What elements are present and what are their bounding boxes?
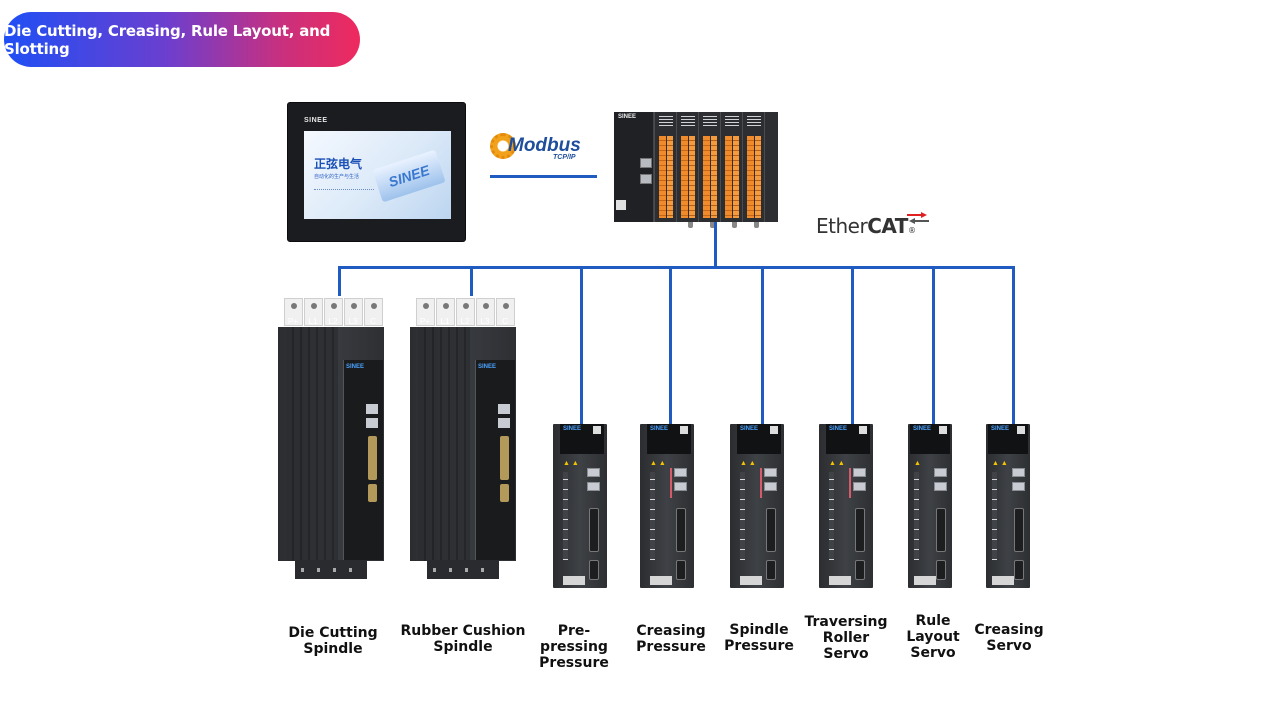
- ethernet-port-icon: [640, 158, 652, 168]
- hmi-screen-logo: SINEE: [372, 149, 446, 203]
- bus-drop-line: [580, 266, 583, 424]
- bus-drop-line: [470, 266, 473, 296]
- bus-drop-line: [338, 266, 341, 296]
- hmi-brand: SINEE: [304, 117, 328, 124]
- page-title: Die Cutting, Creasing, Rule Layout, and …: [4, 12, 360, 67]
- servo-drive-icon: SINEE ▲ ▲: [730, 424, 784, 588]
- modbus-gear-icon: [490, 133, 516, 159]
- io-module: [698, 112, 720, 222]
- ethernet-port-icon: [640, 174, 652, 184]
- servo-drive-icon: SINEE ▲ ▲: [553, 424, 607, 588]
- modbus-sub: TCP/IP: [553, 154, 576, 161]
- bus-drop-line: [669, 266, 672, 424]
- modbus-connection-line: [490, 175, 597, 178]
- drive-label: Traversing Roller Servo: [804, 614, 888, 662]
- power-terminal-icon: [616, 200, 626, 210]
- drive-label: Pre- pressing Pressure: [539, 623, 609, 671]
- plc-brand: SINEE: [618, 114, 637, 120]
- drive-label: Spindle Pressure: [724, 622, 794, 654]
- drive-label: Die Cutting Spindle: [288, 625, 378, 657]
- bus-drop-line: [761, 266, 764, 424]
- drive-label: Creasing Servo: [974, 622, 1044, 654]
- servo-drive-icon: SINEE ▲ ▲: [819, 424, 873, 588]
- power-terminals: [416, 298, 516, 326]
- io-module: [676, 112, 698, 222]
- hmi-touchscreen-icon: SINEE 正弦电气 自动化的生产与生活 SINEE: [287, 102, 466, 242]
- ethercat-logo: EtherCAT®: [816, 212, 929, 238]
- drive-control-panel: SINEE: [343, 360, 383, 560]
- hmi-screen-heading: 正弦电气: [314, 157, 363, 171]
- io-module-end-cap: [764, 112, 778, 222]
- ethercat-arrows-icon: [907, 212, 929, 224]
- io-module: [654, 112, 676, 222]
- hmi-screen-subtext: 自动化的生产与生活: [314, 174, 360, 180]
- plc-controller-icon: SINEE: [614, 112, 778, 228]
- ethercat-trunk-line: [714, 222, 717, 267]
- servo-drive-icon: SINEE ▲ ▲: [986, 424, 1030, 588]
- hmi-screen: 正弦电气 自动化的生产与生活 SINEE: [304, 131, 451, 219]
- ethercat-light-text: Ether: [816, 214, 868, 238]
- servo-drive-icon: SINEE ▲: [908, 424, 952, 588]
- drive-control-panel: SINEE: [475, 360, 515, 560]
- modbus-logo: Modbus TCP/IP: [490, 131, 600, 165]
- ethercat-bold-text: CAT: [867, 214, 908, 238]
- plc-cpu-module: SINEE: [614, 112, 654, 222]
- modbus-word: Modbus: [508, 135, 581, 156]
- bus-drop-line: [932, 266, 935, 424]
- ethercat-registered-mark: ®: [907, 226, 916, 235]
- drive-label: Creasing Pressure: [636, 623, 706, 655]
- power-terminals: [284, 298, 384, 326]
- bus-drop-line: [1012, 266, 1015, 424]
- servo-drive-icon: SINEE ▲ ▲: [640, 424, 694, 588]
- hmi-screen-divider: [314, 189, 374, 193]
- io-module: [720, 112, 742, 222]
- drive-label: Rubber Cushion Spindle: [400, 623, 526, 655]
- ethercat-bus-line: [338, 266, 1015, 269]
- bus-drop-line: [851, 266, 854, 424]
- io-module: [742, 112, 764, 222]
- drive-label: Rule Layout Servo: [906, 613, 960, 661]
